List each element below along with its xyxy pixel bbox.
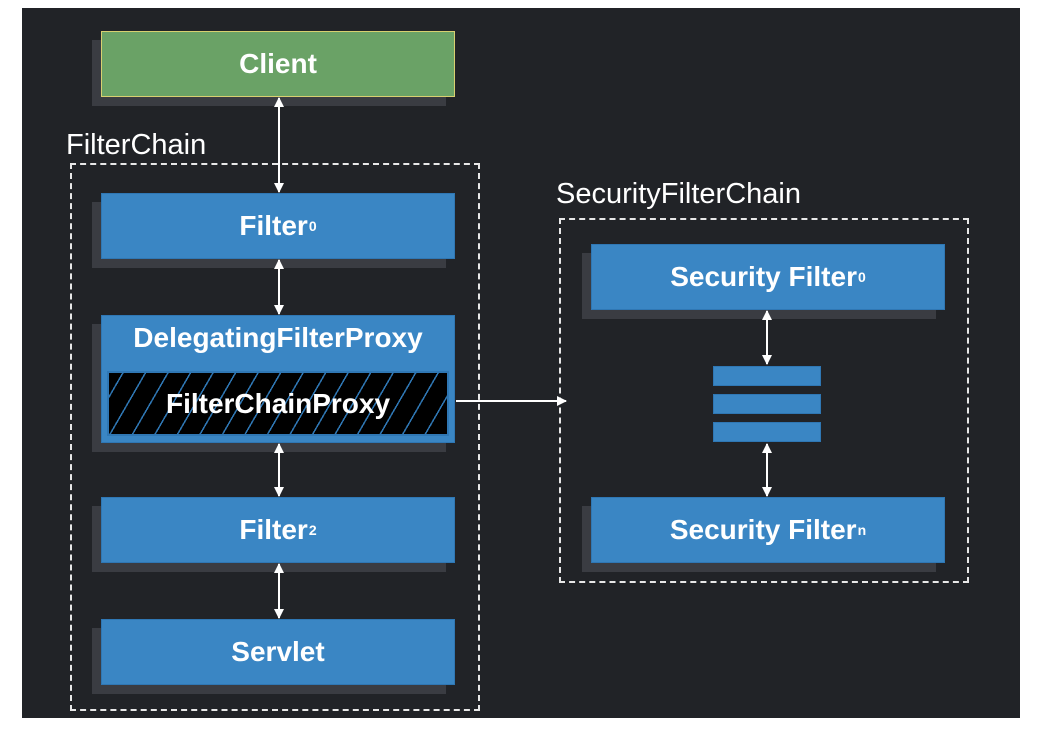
client-label: Client: [239, 48, 317, 79]
filter-chain-proxy-node: FilterChainProxy: [107, 371, 449, 436]
security-filter-stack-bar: [713, 394, 821, 414]
filter2-subscript: 2: [308, 522, 317, 538]
filter-chain-proxy-label: FilterChainProxy: [165, 387, 391, 419]
filter0-subscript: 0: [308, 218, 317, 234]
security-filter0-subscript: 0: [857, 269, 866, 285]
servlet-node: Servlet: [101, 619, 455, 685]
security-filter-stack-bar: [713, 422, 821, 442]
filter-chain-label: FilterChain: [66, 129, 207, 161]
security-filtern-label: Security Filter: [669, 514, 857, 545]
security-filtern-subscript: n: [857, 522, 867, 538]
security-filter0-label: Security Filter: [670, 261, 857, 292]
security-filter-chain-label: SecurityFilterChain: [556, 178, 801, 210]
delegating-filter-proxy-node: DelegatingFilterProxy FilterChainProxy: [101, 315, 455, 443]
filter2-label: Filter: [239, 514, 308, 545]
security-filter-stack-bar: [713, 366, 821, 386]
filter0-label: Filter: [239, 210, 308, 241]
servlet-label: Servlet: [231, 636, 325, 667]
delegating-filter-proxy-label: DelegatingFilterProxy: [133, 322, 423, 353]
client-node: Client: [101, 31, 455, 97]
